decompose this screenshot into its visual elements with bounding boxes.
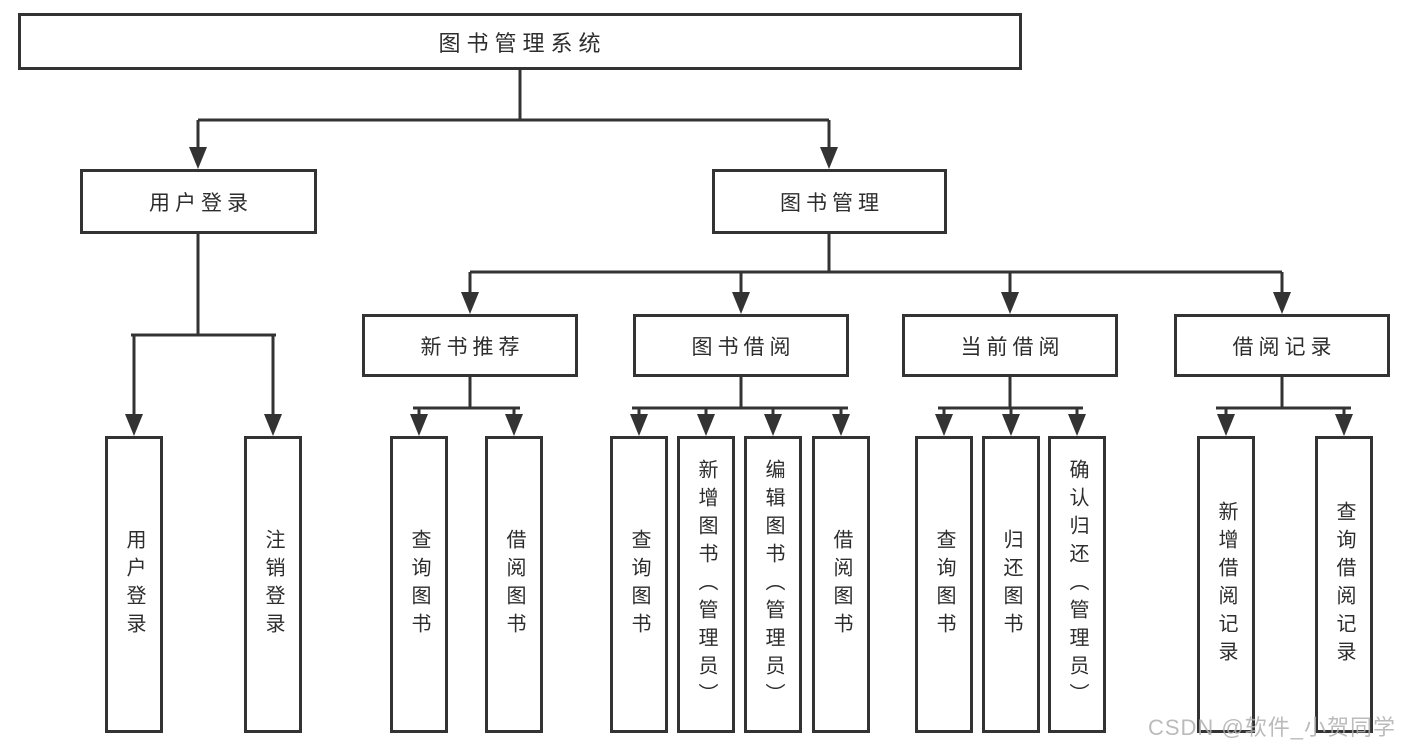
node-label: 查询图书 [628,528,650,641]
node-book-management: 图书管理 [712,169,947,234]
arrowhead [1335,414,1353,436]
arrowhead [461,292,479,314]
arrowhead [505,414,523,436]
connector-line [468,234,1284,295]
node-label: 借阅记录 [1232,335,1337,359]
node-label: 确认归还（管理员） [1066,458,1088,711]
leaf-records-query-record: 查询借阅记录 [1315,436,1373,733]
arrowhead [697,414,715,436]
arrowhead [630,414,648,436]
leaf-recommend-query-books: 查询图书 [390,436,448,733]
node-label: 新增借阅记录 [1215,500,1237,669]
leaf-borrow-borrow-books: 借阅图书 [812,436,870,733]
arrowhead [1217,414,1235,436]
node-label: 编辑图书（管理员） [762,458,784,711]
node-label: 查询图书 [933,528,955,641]
node-label: 新增图书（管理员） [695,458,717,711]
connector-line [1216,377,1351,417]
arrowhead [1273,292,1291,314]
node-label: 新书推荐 [420,335,525,359]
node-current-borrow: 当前借阅 [902,314,1118,377]
connector-line [196,70,831,150]
leaf-current-return-books: 归还图书 [982,436,1040,733]
csdn-watermark: CSDN @软件_小贺同学 [1147,715,1396,740]
node-book-borrow: 图书借阅 [633,314,849,377]
node-new-book-recommend: 新书推荐 [362,314,578,377]
arrowhead [264,414,282,436]
connector-line [938,377,1083,417]
leaf-borrow-edit-books-admin: 编辑图书（管理员） [744,436,802,733]
node-label: 用户登录 [149,191,253,215]
leaf-records-add-record: 新增借阅记录 [1197,436,1255,733]
arrowhead [189,147,207,169]
arrowhead [935,414,953,436]
node-library-management-system: 图书管理系统 [18,13,1022,70]
arrowhead [125,414,143,436]
arrowhead [1001,292,1019,314]
leaf-borrow-add-books-admin: 新增图书（管理员） [677,436,735,733]
connector-line [413,377,520,417]
leaf-current-confirm-return-admin: 确认归还（管理员） [1048,436,1106,733]
arrowhead [410,414,428,436]
node-label: 注销登录 [262,528,284,641]
arrowhead [764,414,782,436]
node-label: 借阅图书 [503,528,525,641]
node-label: 当前借阅 [960,335,1065,359]
node-label: 图书借阅 [691,335,796,359]
node-label: 图书管理系统 [438,30,607,56]
leaf-recommend-borrow-books: 借阅图书 [485,436,543,733]
leaf-user-login: 用户登录 [105,436,163,733]
node-label: 借阅图书 [830,528,852,641]
connector-line [632,377,848,417]
arrowhead [1068,414,1086,436]
arrowhead [832,414,850,436]
leaf-logout-login: 注销登录 [244,436,302,733]
leaf-current-query-books: 查询图书 [915,436,973,733]
arrowhead [820,147,838,169]
node-label: 查询借阅记录 [1333,500,1355,669]
node-user-login: 用户登录 [80,169,317,234]
node-label: 查询图书 [408,528,430,641]
arrowhead [1002,414,1020,436]
arrowhead [732,292,750,314]
node-label: 图书管理 [780,191,884,215]
node-label: 归还图书 [1000,528,1022,641]
connector-line [131,234,276,417]
leaf-borrow-query-books: 查询图书 [610,436,668,733]
node-label: 用户登录 [123,528,145,641]
node-borrow-records: 借阅记录 [1174,314,1390,377]
